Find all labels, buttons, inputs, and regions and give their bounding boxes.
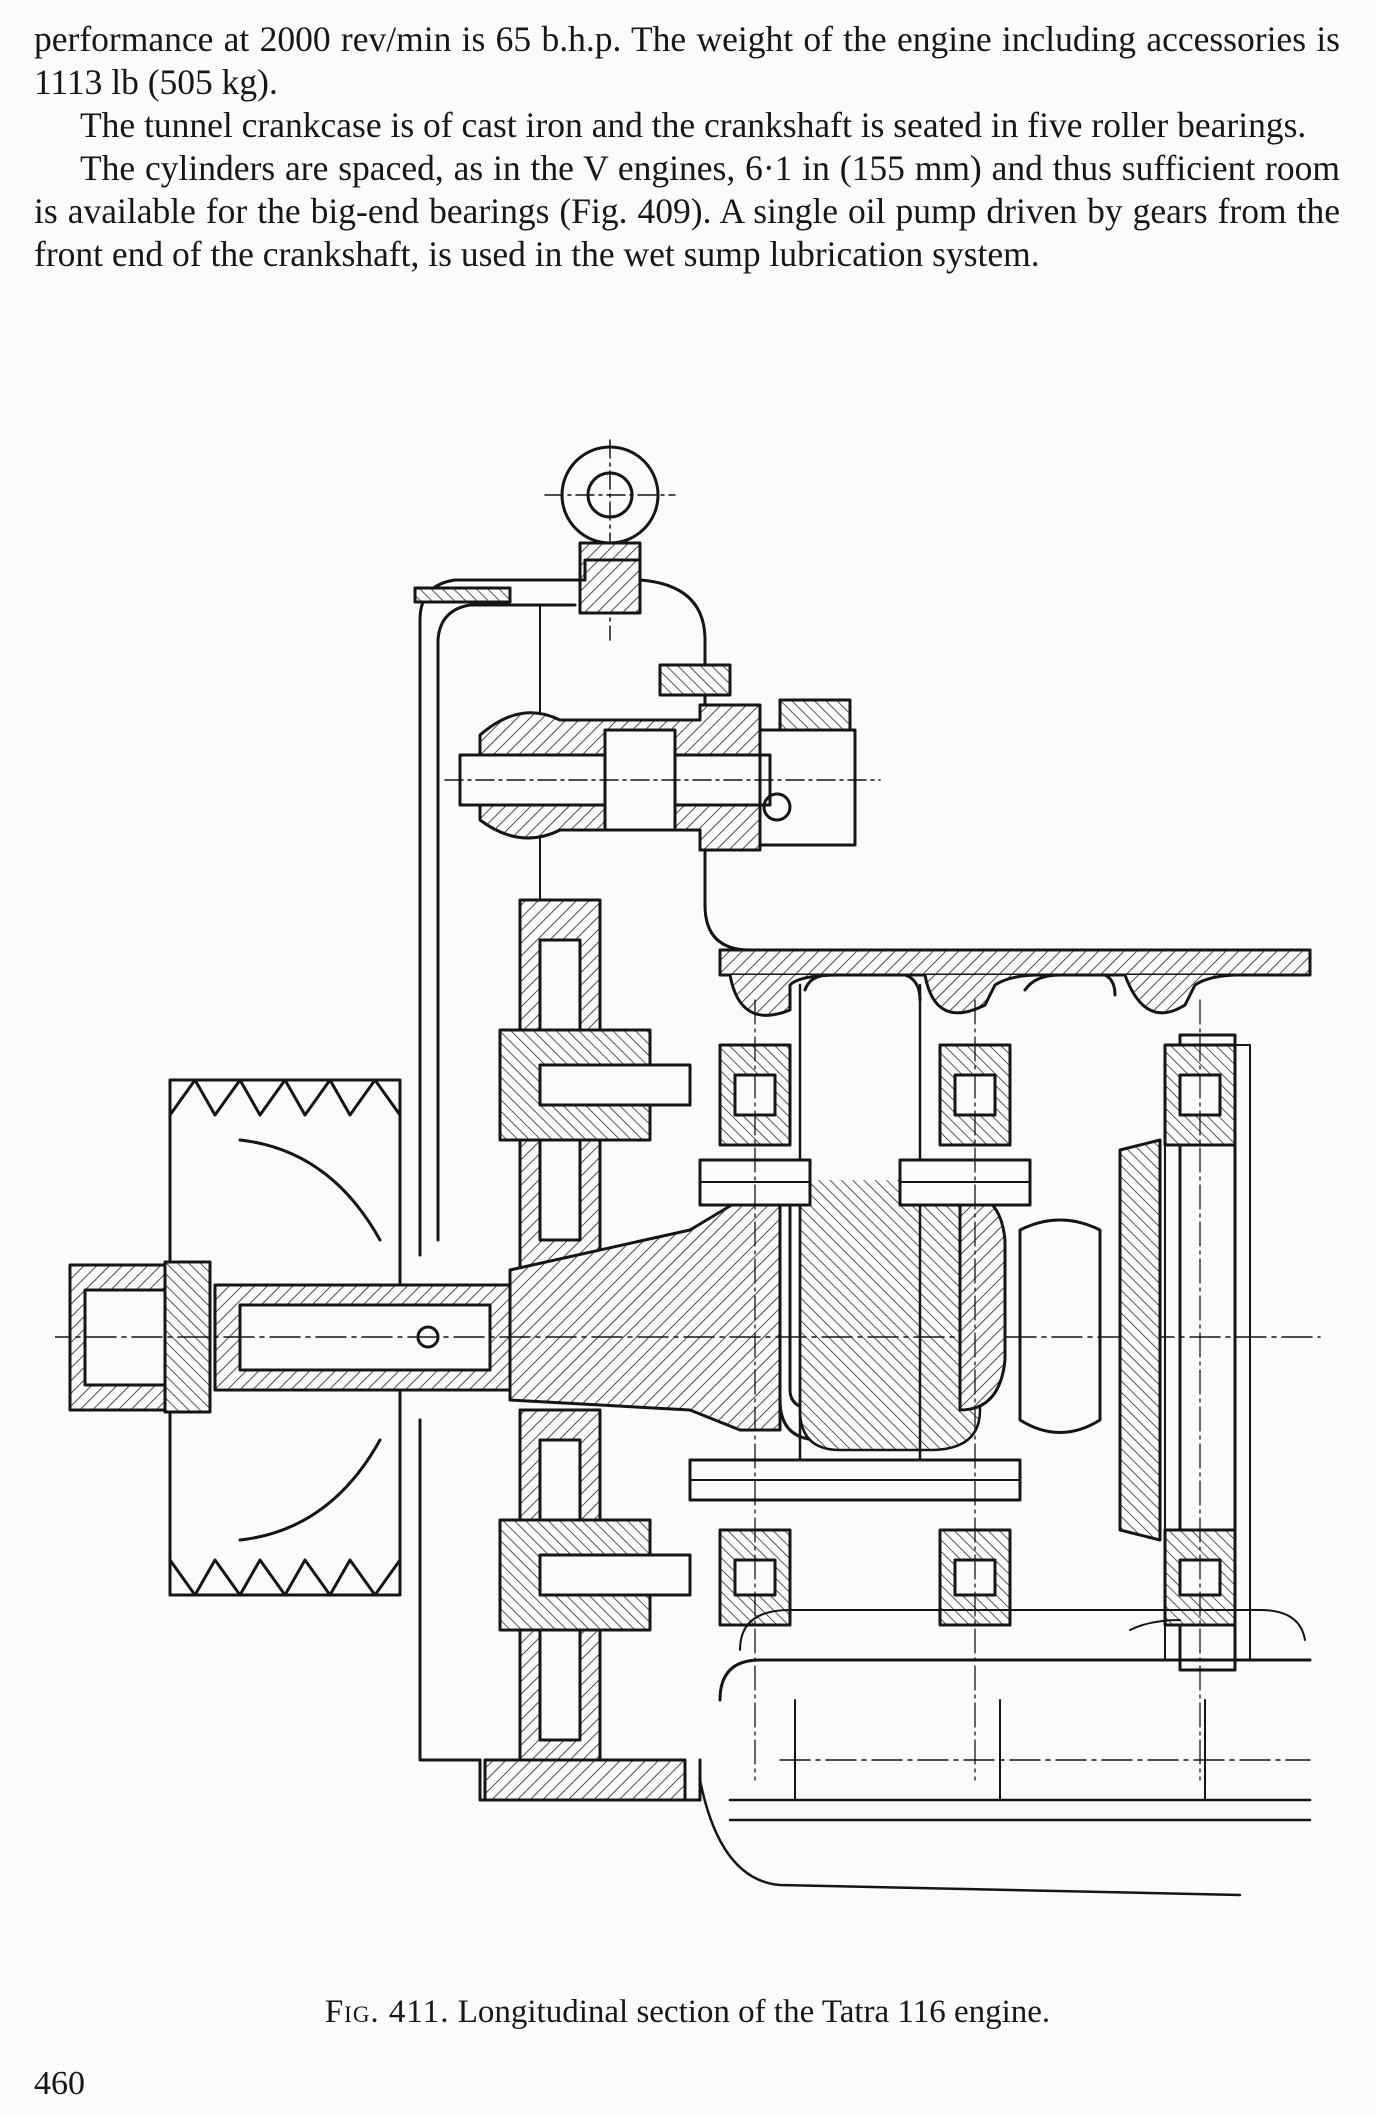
page-number: 460	[34, 2065, 85, 2102]
figure-caption: Fig. 411. Longitudinal section of the Ta…	[0, 1994, 1375, 2031]
crankshaft	[508, 1198, 782, 1432]
paragraph-2: The tunnel crankcase is of cast iron and…	[80, 105, 1307, 145]
figure-label: Fig. 411.	[324, 1994, 450, 2030]
engine-section-drawing	[55, 439, 1321, 1897]
figure-caption-text: Longitudinal section of the Tatra 116 en…	[457, 1994, 1051, 2030]
paragraph-3: The cylinders are spaced, as in the V en…	[34, 148, 1340, 274]
body-text: performance at 2000 rev/min is 65 b.h.p.…	[34, 18, 1340, 276]
paragraph-1: performance at 2000 rev/min is 65 b.h.p.…	[34, 19, 1340, 102]
